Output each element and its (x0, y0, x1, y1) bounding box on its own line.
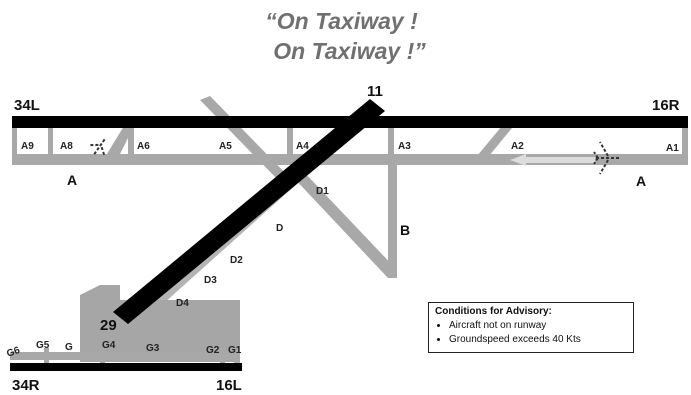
runway-label-34l: 34L (14, 97, 40, 114)
runway-11-29 (113, 99, 385, 324)
taxiway-label-g2: G2 (206, 345, 220, 356)
aircraft-icon (593, 141, 620, 175)
taxiway-label-a5: A5 (219, 141, 232, 152)
taxiway-a5-connector (200, 96, 292, 184)
taxiway-b (388, 160, 397, 278)
taxiway-g2-connector (220, 348, 225, 364)
taxiway-a3-connector (388, 126, 394, 162)
taxiway-label-d4: D4 (176, 298, 189, 309)
taxiway-label-a4: A4 (296, 141, 309, 152)
runway-label-16l: 16L (216, 377, 242, 394)
runway-label-29: 29 (100, 317, 117, 334)
runway-34r-16l (10, 363, 242, 371)
taxiway-label-g: G (65, 342, 73, 353)
taxiway-label-a1: A1 (666, 143, 679, 154)
taxiway-label-a-left: A (67, 172, 77, 188)
taxiway-a7-connector (102, 126, 132, 162)
conditions-box: Conditions for Advisory: Aircraft not on… (428, 302, 634, 353)
taxiway-a8-connector (48, 126, 53, 162)
taxiway-g1-connector (234, 348, 240, 364)
taxiway-label-d2: D2 (230, 255, 243, 266)
taxiway-label-g3: G3 (146, 343, 160, 354)
taxiway-g4-connector (100, 348, 105, 364)
condition-item: Aircraft not on runway (449, 320, 628, 331)
taxiway-label-a8: A8 (60, 141, 73, 152)
taxiway-a4-connector (287, 126, 293, 162)
taxiway-label-a3: A3 (398, 141, 411, 152)
taxiway-label-g4: G4 (102, 340, 116, 351)
taxiway-label-g5: G5 (36, 340, 50, 351)
taxiway-g5-connector (44, 348, 49, 364)
taxiway-label-g1: G1 (228, 345, 242, 356)
taxiway-label-d3: D3 (204, 275, 217, 286)
conditions-heading: Conditions for Advisory: (435, 306, 552, 317)
runway-label-16r: 16R (652, 97, 680, 114)
taxiway-label-d: D (276, 223, 283, 234)
apron-corner (80, 285, 120, 300)
taxiway-label-b: B (400, 222, 410, 238)
taxiway-b-diagonal (292, 170, 397, 278)
taxiway-a9-connector (12, 120, 17, 164)
apron (80, 300, 240, 362)
condition-item: Groundspeed exceeds 40 Kts (449, 334, 628, 345)
taxiway-label-a2: A2 (511, 141, 524, 152)
taxiway-a6-connector (128, 126, 134, 162)
title-line-1: “On Taxiway ! (265, 8, 418, 34)
conditions-list: Aircraft not on runway Groundspeed excee… (435, 320, 628, 345)
taxiway-label-a9: A9 (21, 141, 34, 152)
taxiway-label-g6: G6 (5, 345, 22, 360)
runway-label-34r: 34R (12, 377, 40, 394)
taxiway-label-d1: D1 (316, 186, 329, 197)
taxiway-label-a-right: A (636, 173, 646, 189)
taxiway-g (10, 352, 240, 360)
direction-arrow-icon (510, 154, 595, 166)
title-line-2: On Taxiway !” (273, 38, 426, 64)
runway-label-11: 11 (367, 83, 383, 100)
taxiway-a1-connector (682, 126, 688, 164)
taxiway-label-a6: A6 (137, 141, 150, 152)
taxiway-a2-connector (472, 126, 512, 162)
taxiway-a (12, 154, 688, 165)
